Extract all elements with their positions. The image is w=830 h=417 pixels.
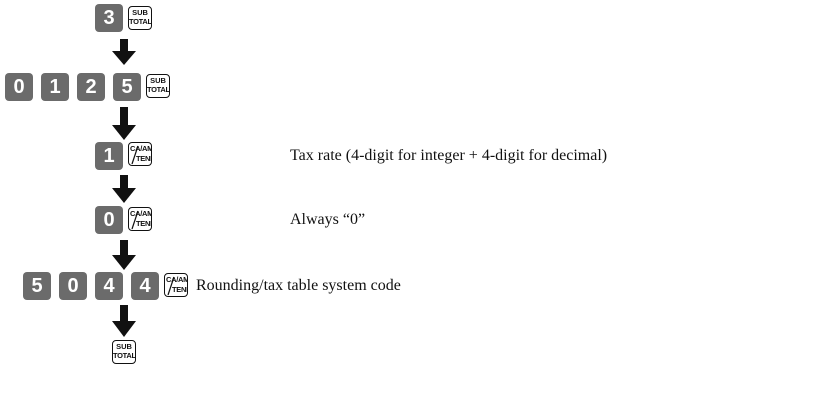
ca-amt-tend-key: CA/AMT TEND xyxy=(164,273,188,297)
ca-amt-tend-key: CA/AMT TEND xyxy=(128,142,152,166)
number-key-4: 4 xyxy=(131,272,159,300)
subtotal-key: SUB TOTAL xyxy=(112,340,136,364)
number-key-0: 0 xyxy=(95,206,123,234)
tax-rate-note: Tax rate (4-digit for integer + 4-digit … xyxy=(290,147,608,164)
down-arrow-icon xyxy=(112,39,136,65)
down-arrow-icon xyxy=(112,175,136,203)
ca-amt-tend-key: CA/AMT TEND xyxy=(128,207,152,231)
number-key-1: 1 xyxy=(95,142,123,170)
number-key-0: 0 xyxy=(5,73,33,101)
number-key-4: 4 xyxy=(95,272,123,300)
number-key-5: 5 xyxy=(23,272,51,300)
number-key-0: 0 xyxy=(59,272,87,300)
number-key-5: 5 xyxy=(113,73,141,101)
down-arrow-icon xyxy=(112,305,136,337)
number-key-1: 1 xyxy=(41,73,69,101)
down-arrow-icon xyxy=(112,240,136,270)
rounding-code-note: Rounding/tax table system code xyxy=(196,277,401,294)
subtotal-key: SUB TOTAL xyxy=(128,6,152,30)
subtotal-key: SUB TOTAL xyxy=(146,74,170,98)
number-key-3: 3 xyxy=(95,4,123,32)
always-zero-note: Always “0” xyxy=(290,211,366,228)
number-key-2: 2 xyxy=(77,73,105,101)
down-arrow-icon xyxy=(112,107,136,140)
